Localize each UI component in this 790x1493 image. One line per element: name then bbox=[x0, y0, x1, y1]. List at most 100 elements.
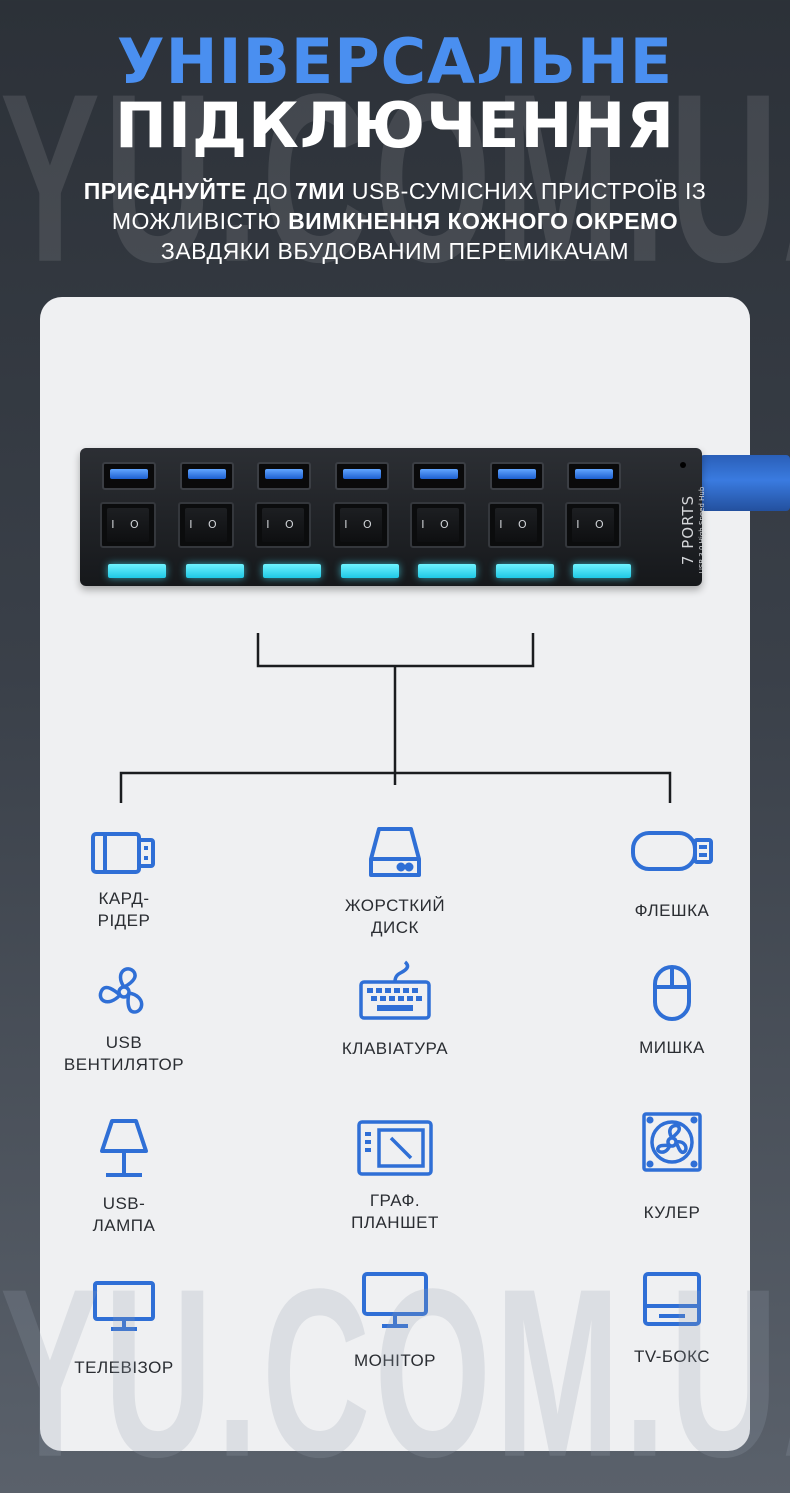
mouse-icon bbox=[572, 963, 772, 1023]
hub-usb-port bbox=[412, 462, 466, 490]
subtitle-text-3: можливістю bbox=[111, 208, 289, 234]
hub-usb-port bbox=[180, 462, 234, 490]
subtitle: Приєднуйте до 7ми USB-сумісних пристроїв… bbox=[0, 176, 790, 266]
usb-hub-image: 7 PORTS USB 3.0 High Speed Hub I O I O I O… bbox=[80, 448, 706, 586]
device-label: Кард-рідер bbox=[24, 888, 224, 932]
title-line-1: Універсальне bbox=[116, 25, 674, 98]
device-label-line-1: Кард- bbox=[98, 889, 150, 908]
cooler-icon bbox=[572, 1110, 772, 1174]
tv-box-icon bbox=[572, 1270, 772, 1330]
hub-port-switch: I O bbox=[410, 502, 466, 548]
hub-port-led bbox=[496, 564, 554, 578]
device-label: Мишка bbox=[572, 1037, 772, 1059]
device-label: Кулер bbox=[572, 1202, 772, 1224]
hub-port-switch: I O bbox=[178, 502, 234, 548]
device-item: Жорсткий диск bbox=[295, 823, 495, 939]
hub-port-led bbox=[573, 564, 631, 578]
hub-port-switch: I O bbox=[255, 502, 311, 548]
hub-port-led bbox=[186, 564, 244, 578]
subtitle-text-2: USB-сумісних пристроїв із bbox=[344, 178, 707, 204]
device-item: Мишка bbox=[572, 963, 772, 1059]
device-label-line-1: USB- bbox=[102, 1194, 146, 1213]
device-label: Флешка bbox=[572, 900, 772, 922]
hub-port-switch: I O bbox=[565, 502, 621, 548]
header: Універсальне підключення Приєднуйте до 7… bbox=[0, 30, 790, 266]
device-label: USB-лампа bbox=[24, 1193, 224, 1237]
device-item: Кард-рідер bbox=[24, 828, 224, 932]
switch-marks: I O bbox=[189, 518, 223, 531]
device-item: Флешка bbox=[572, 828, 772, 922]
tablet-icon bbox=[295, 1118, 495, 1178]
subtitle-bold-3: вимкнення кожного окремо bbox=[288, 208, 679, 234]
hub-usb-port bbox=[567, 462, 621, 490]
hub-port-led bbox=[418, 564, 476, 578]
device-label-line-2: вентилятор bbox=[63, 1055, 185, 1074]
device-label-line-1: Телевізор bbox=[74, 1358, 174, 1377]
subtitle-line-1: Приєднуйте до 7ми USB-сумісних пристроїв… bbox=[0, 176, 790, 206]
device-label: Жорсткий диск bbox=[295, 895, 495, 939]
switch-marks: I O bbox=[344, 518, 378, 531]
subtitle-line-3: завдяки вбудованим перемикачам bbox=[160, 238, 630, 264]
tv-icon bbox=[24, 1279, 224, 1333]
hub-port-switch: I O bbox=[333, 502, 389, 548]
device-item: TV-бокс bbox=[572, 1270, 772, 1368]
subtitle-bold-2: 7ми bbox=[295, 178, 345, 204]
device-label-line-1: Жорсткий bbox=[344, 896, 446, 915]
device-label: Граф. планшет bbox=[295, 1190, 495, 1234]
device-label-line-1: Кулер bbox=[643, 1203, 701, 1222]
keyboard-icon bbox=[295, 960, 495, 1024]
device-item: Телевізор bbox=[24, 1279, 224, 1379]
hub-port-led bbox=[108, 564, 166, 578]
device-item: Монітор bbox=[295, 1270, 495, 1372]
subtitle-line-2: можливістю вимкнення кожного окремо bbox=[0, 206, 790, 236]
card-reader-icon bbox=[24, 828, 224, 878]
hub-usb-port bbox=[257, 462, 311, 490]
title-line-2: підключення bbox=[114, 89, 676, 162]
device-label-line-1: Клавіатура bbox=[341, 1039, 449, 1058]
switch-marks: I O bbox=[499, 518, 533, 531]
usb-cable bbox=[700, 455, 790, 511]
hub-ports-label: 7 PORTS USB 3.0 High Speed Hub bbox=[679, 475, 709, 585]
hard-disk-icon bbox=[295, 823, 495, 883]
device-label-line-1: Мишка bbox=[639, 1038, 705, 1057]
switch-marks: I O bbox=[266, 518, 300, 531]
device-label: Монітор bbox=[295, 1350, 495, 1372]
device-item: Граф. планшет bbox=[295, 1118, 495, 1234]
device-item: Кулер bbox=[572, 1110, 772, 1224]
switch-marks: I O bbox=[576, 518, 610, 531]
device-item: Клавіатура bbox=[295, 960, 495, 1060]
device-label: Клавіатура bbox=[295, 1038, 495, 1060]
flash-drive-icon bbox=[572, 828, 772, 874]
hub-label-big: 7 PORTS bbox=[679, 494, 697, 566]
hub-port-switch: I O bbox=[100, 502, 156, 548]
device-label-line-2: диск bbox=[371, 918, 419, 937]
subtitle-bold-1: Приєднуйте bbox=[83, 178, 247, 204]
device-label-line-2: планшет bbox=[351, 1213, 439, 1232]
device-label-line-1: TV-бокс bbox=[633, 1347, 711, 1366]
device-item: USB-лампа bbox=[24, 1117, 224, 1237]
switch-marks: I O bbox=[421, 518, 455, 531]
hub-usb-port bbox=[335, 462, 389, 490]
hub-usb-port bbox=[102, 462, 156, 490]
device-label-line-1: USB bbox=[105, 1033, 143, 1052]
fan-icon bbox=[24, 962, 224, 1022]
device-label-line-2: рідер bbox=[97, 911, 151, 930]
hub-port-switch: I O bbox=[488, 502, 544, 548]
monitor-icon bbox=[295, 1270, 495, 1330]
hub-usb-port bbox=[490, 462, 544, 490]
device-item: USB вентилятор bbox=[24, 962, 224, 1076]
lamp-icon bbox=[24, 1117, 224, 1181]
device-label-line-2: лампа bbox=[92, 1216, 156, 1235]
hub-port-led bbox=[263, 564, 321, 578]
hub-port-led bbox=[341, 564, 399, 578]
subtitle-text-1: до bbox=[246, 178, 295, 204]
device-label-line-1: Флешка bbox=[634, 901, 710, 920]
device-label: TV-бокс bbox=[572, 1346, 772, 1368]
device-label-line-1: Граф. bbox=[369, 1191, 421, 1210]
device-label: USB вентилятор bbox=[24, 1032, 224, 1076]
switch-marks: I O bbox=[111, 518, 145, 531]
hub-indicator-dot bbox=[680, 462, 686, 468]
device-label: Телевізор bbox=[24, 1357, 224, 1379]
device-label-line-1: Монітор bbox=[353, 1351, 437, 1370]
hub-label-small: USB 3.0 High Speed Hub bbox=[698, 486, 706, 574]
